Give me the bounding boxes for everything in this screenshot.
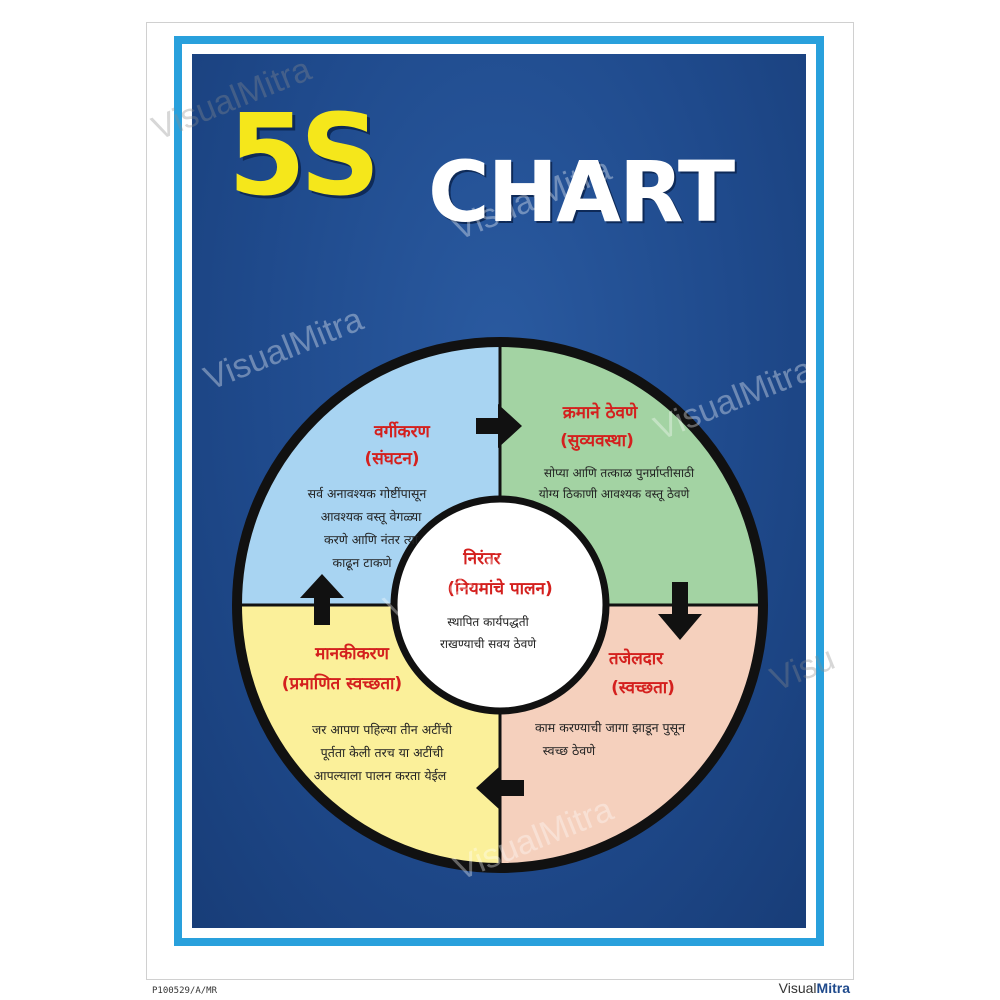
wheel-outline (232, 337, 768, 873)
standardize-heading: मानकीकरण (314, 643, 389, 664)
brand-logo: VisualMitra (779, 980, 850, 996)
set-in-order-subheading: (सुव्यवस्था) (560, 431, 634, 451)
sustain-line-1: स्थापित कार्यपद्धती (447, 615, 529, 629)
shine-subheading: (स्वच्छता) (611, 678, 675, 698)
product-code: P100529/A/MR (152, 986, 218, 996)
set-in-order-line-2: योग्य ठिकाणी आवश्यक वस्तू ठेवणे (539, 487, 690, 502)
sustain-line-2: राखण्याची सवय ठेवणे (440, 637, 536, 651)
shine-line-2: स्वच्छ ठेवणे (543, 743, 596, 758)
sort-line-1: सर्व अनावश्यक गोष्टींपासून (308, 486, 428, 502)
sort-line-4: काढून टाकणे (333, 555, 393, 571)
sort-line-2: आवश्यक वस्तू वेगळ्या (321, 509, 422, 525)
set-in-order-line-1: सोप्या आणि तत्काळ पुनर्प्राप्तीसाठी (544, 466, 695, 481)
shine-line-1: काम करण्याची जागा झाडून पुसून (535, 720, 686, 736)
title-word: CHART (428, 143, 735, 241)
shine-heading: तजेलदार (608, 648, 664, 669)
arrow-up-icon (300, 574, 344, 625)
sustain-heading: निरंतर (462, 548, 501, 569)
standardize-subheading: (प्रमाणित स्वच्छता) (282, 673, 402, 694)
center-circle (390, 495, 610, 715)
sort-line-3: करणे आणि नंतर त्या (324, 532, 419, 547)
standardize-line-3: आपल्याला पालन करता येईल (314, 768, 447, 783)
standardize-line-2: पूर्तता केली तरच या अटींची (321, 745, 444, 761)
arrow-down-icon (658, 582, 702, 640)
brand-bold: Mitra (816, 980, 850, 996)
sort-heading: वर्गीकरण (373, 421, 430, 442)
arrow-left-icon (476, 766, 524, 810)
sort-subheading: (संघटन) (364, 449, 419, 469)
set-in-order-heading: क्रमाने ठेवणे (562, 402, 638, 423)
arrow-right-icon (476, 404, 522, 448)
title-number: 5S (228, 91, 381, 221)
standardize-line-1: जर आपण पहिल्या तीन अटींची (312, 722, 453, 737)
brand-light: Visual (778, 980, 817, 996)
sustain-subheading: (नियमांचे पालन) (447, 578, 553, 599)
